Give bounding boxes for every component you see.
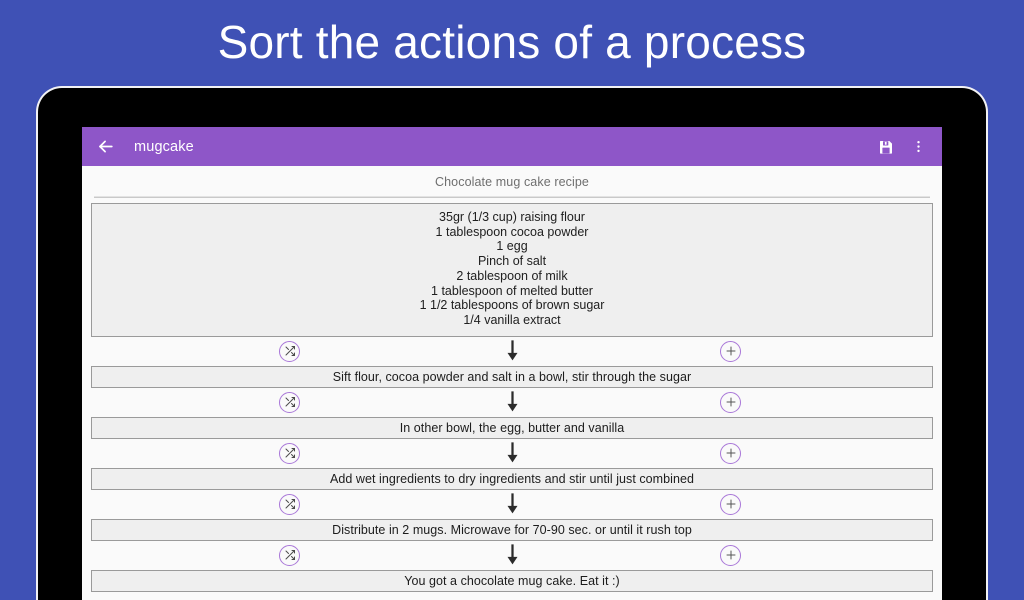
connector-row (91, 337, 933, 366)
connector-row (91, 541, 933, 570)
connector-row (91, 490, 933, 519)
shuffle-icon[interactable] (279, 442, 300, 464)
ingredient-line: 1 tablespoon of melted butter (431, 283, 593, 298)
shuffle-icon[interactable] (279, 340, 300, 362)
recipe-title: Chocolate mug cake recipe (435, 175, 589, 189)
promo-headline: Sort the actions of a process (217, 16, 807, 68)
overflow-menu-icon[interactable] (905, 134, 931, 160)
step-text: In other bowl, the egg, butter and vanil… (399, 420, 625, 435)
plus-icon[interactable] (720, 493, 741, 515)
connector-row (91, 388, 933, 417)
arrow-down-icon (504, 340, 520, 363)
plus-icon[interactable] (720, 544, 741, 566)
ingredient-line: 2 tablespoon of milk (456, 268, 568, 283)
ingredients-block[interactable]: 35gr (1/3 cup) raising flour 1 tablespoo… (91, 203, 933, 337)
arrow-down-icon (504, 391, 520, 414)
plus-icon[interactable] (720, 391, 741, 413)
shuffle-icon[interactable] (279, 391, 300, 413)
app-bar-title: mugcake (134, 138, 194, 155)
step-row[interactable]: In other bowl, the egg, butter and vanil… (91, 416, 933, 439)
step-text: Add wet ingredients to dry ingredients a… (330, 471, 694, 486)
tablet-device-frame: mugcake Chocolate mug cake recipe (36, 86, 988, 600)
step-text: Sift flour, cocoa powder and salt in a b… (332, 369, 692, 384)
back-arrow-icon[interactable] (92, 134, 118, 160)
step-row[interactable]: Add wet ingredients to dry ingredients a… (91, 467, 933, 490)
plus-icon[interactable] (720, 340, 741, 362)
ingredient-line: 1/4 vanilla extract (463, 312, 561, 327)
step-text: Distribute in 2 mugs. Microwave for 70-9… (332, 522, 692, 537)
connector-row (91, 439, 933, 468)
step-row[interactable]: Sift flour, cocoa powder and salt in a b… (91, 365, 933, 388)
device-screen: mugcake Chocolate mug cake recipe (82, 127, 942, 600)
ingredient-line: 1 egg (496, 239, 528, 254)
step-row[interactable]: Distribute in 2 mugs. Microwave for 70-9… (91, 518, 933, 541)
ingredient-line: 1 1/2 tablespoons of brown sugar (419, 298, 605, 313)
step-text: You got a chocolate mug cake. Eat it :) (404, 573, 620, 588)
shuffle-icon[interactable] (279, 544, 300, 566)
save-icon[interactable] (873, 134, 899, 160)
arrow-down-icon (504, 544, 520, 567)
arrow-down-icon (504, 442, 520, 465)
ingredient-line: 1 tablespoon cocoa powder (435, 224, 589, 239)
title-divider (94, 196, 930, 198)
app-bar: mugcake (82, 127, 942, 166)
document-content: Chocolate mug cake recipe 35gr (1/3 cup)… (82, 166, 942, 600)
plus-icon[interactable] (720, 442, 741, 464)
ingredient-line: 35gr (1/3 cup) raising flour (439, 210, 585, 224)
arrow-down-icon (504, 493, 520, 516)
shuffle-icon[interactable] (279, 493, 300, 515)
step-row[interactable]: You got a chocolate mug cake. Eat it :) (91, 569, 933, 592)
ingredient-line: Pinch of salt (477, 254, 547, 269)
